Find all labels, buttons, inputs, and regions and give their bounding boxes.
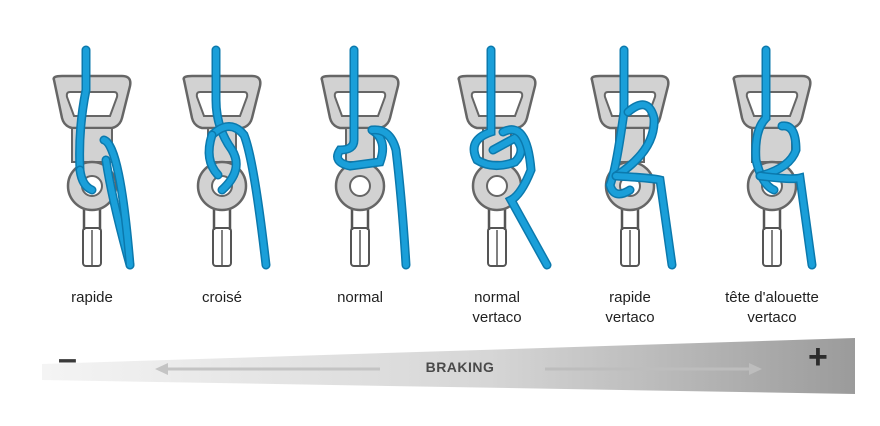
rope — [333, 45, 411, 270]
label-rapide: rapide — [22, 288, 162, 308]
minus-symbol: – — [58, 340, 77, 378]
belay-device — [320, 74, 400, 212]
label-line: rapide — [609, 289, 651, 306]
label-tete-alouette-vertaco: tête d'alouette vertaco — [702, 288, 842, 328]
figure-rapide — [52, 45, 135, 270]
rope — [75, 45, 135, 270]
label-line: tête d'alouette — [725, 289, 819, 306]
plus-symbol: + — [808, 338, 828, 376]
figure-normal-vertaco — [457, 45, 552, 270]
braking-scale — [42, 338, 855, 394]
label-croise: croisé — [152, 288, 292, 308]
braking-label: BRAKING — [425, 359, 495, 375]
label-line: normal — [474, 289, 520, 306]
label-line: normal — [337, 289, 383, 306]
rope — [469, 45, 552, 270]
label-line: vertaco — [605, 309, 655, 326]
label-normal: normal — [290, 288, 430, 308]
rope — [204, 45, 271, 270]
label-line: croisé — [201, 289, 242, 306]
figure-croise — [182, 45, 271, 270]
label-normal-vertaco: normal vertaco — [427, 288, 567, 328]
label-rapide-vertaco: rapide vertaco — [560, 288, 700, 328]
label-line: rapide — [71, 289, 113, 306]
figure-tete-alouette-vertaco — [732, 45, 817, 270]
figure-normal — [320, 45, 411, 270]
figure-rapide-vertaco — [590, 45, 677, 270]
rope — [605, 45, 677, 270]
label-line: vertaco — [747, 309, 797, 326]
rope — [751, 45, 817, 270]
label-line: vertaco — [472, 309, 522, 326]
